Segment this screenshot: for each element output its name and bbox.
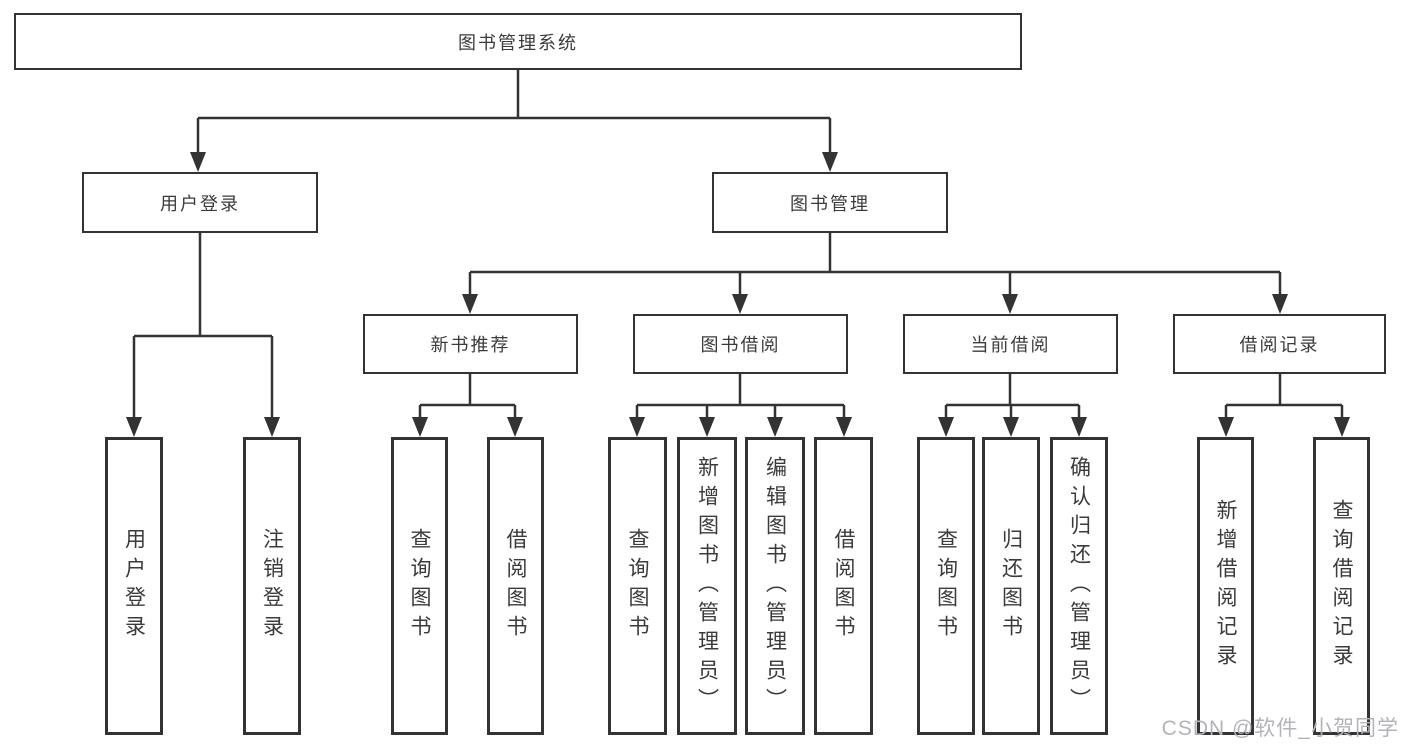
leaf-bb-borrow-books: 借阅图书 <box>814 437 873 735</box>
leaf-logout-label: 注销登录 <box>260 528 284 644</box>
node-current-borrow: 当前借阅 <box>903 314 1118 374</box>
node-borrow-records-label: 借阅记录 <box>1239 335 1320 355</box>
leaf-cb-query-books-label: 查询图书 <box>934 528 958 644</box>
node-user-login-group: 用户登录 <box>82 172 318 233</box>
watermark: CSDN @软件_小贺同学 <box>1161 717 1399 740</box>
node-library-system: 图书管理系统 <box>14 13 1022 70</box>
connector-borrow-records-split <box>1218 374 1350 437</box>
connector-root-to-level2 <box>190 70 838 172</box>
node-new-book-recommend-label: 新书推荐 <box>430 335 511 355</box>
leaf-bb-add-books-admin: 新增图书（管理员） <box>677 437 737 735</box>
leaf-bb-query-books-label: 查询图书 <box>626 528 649 644</box>
leaf-cb-return-books-label: 归还图书 <box>999 528 1023 644</box>
node-book-management-label: 图书管理 <box>790 193 870 214</box>
connector-new-book-recommend-split <box>412 374 523 437</box>
node-new-book-recommend: 新书推荐 <box>363 314 578 374</box>
leaf-nbr-query-books-label: 查询图书 <box>408 528 431 644</box>
leaf-bb-query-books: 查询图书 <box>608 437 667 735</box>
leaf-bb-edit-books-admin-label: 编辑图书（管理员） <box>763 455 787 717</box>
leaf-cb-confirm-return-admin: 确认归还（管理员） <box>1050 437 1108 735</box>
node-book-borrow: 图书借阅 <box>633 314 848 374</box>
node-user-login-group-label: 用户登录 <box>160 193 240 214</box>
leaf-nbr-borrow-books-label: 借阅图书 <box>504 528 527 644</box>
leaf-nbr-borrow-books: 借阅图书 <box>487 437 544 735</box>
leaf-br-query-record: 查询借阅记录 <box>1313 437 1370 735</box>
leaf-logout: 注销登录 <box>243 437 301 735</box>
connector-book-management-split <box>462 233 1288 314</box>
node-current-borrow-label: 当前借阅 <box>970 335 1051 355</box>
leaf-br-query-record-label: 查询借阅记录 <box>1330 499 1353 673</box>
leaf-bb-borrow-books-label: 借阅图书 <box>832 528 855 644</box>
connector-user-login-split <box>126 233 280 437</box>
node-library-system-label: 图书管理系统 <box>458 32 578 53</box>
node-borrow-records: 借阅记录 <box>1173 314 1386 374</box>
leaf-br-add-record-label: 新增借阅记录 <box>1214 499 1237 673</box>
leaf-cb-query-books: 查询图书 <box>917 437 975 735</box>
leaf-bb-add-books-admin-label: 新增图书（管理员） <box>695 455 719 717</box>
node-book-management: 图书管理 <box>712 172 948 233</box>
leaf-nbr-query-books: 查询图书 <box>391 437 448 735</box>
leaf-br-add-record: 新增借阅记录 <box>1197 437 1254 735</box>
leaf-cb-return-books: 归还图书 <box>982 437 1040 735</box>
leaf-cb-confirm-return-admin-label: 确认归还（管理员） <box>1067 455 1091 717</box>
connector-book-borrow-split <box>629 374 852 437</box>
node-book-borrow-label: 图书借阅 <box>700 335 781 355</box>
leaf-user-login-label: 用户登录 <box>122 528 146 644</box>
connector-current-borrow-split <box>938 374 1087 437</box>
leaf-user-login: 用户登录 <box>105 437 163 735</box>
leaf-bb-edit-books-admin: 编辑图书（管理员） <box>745 437 805 735</box>
